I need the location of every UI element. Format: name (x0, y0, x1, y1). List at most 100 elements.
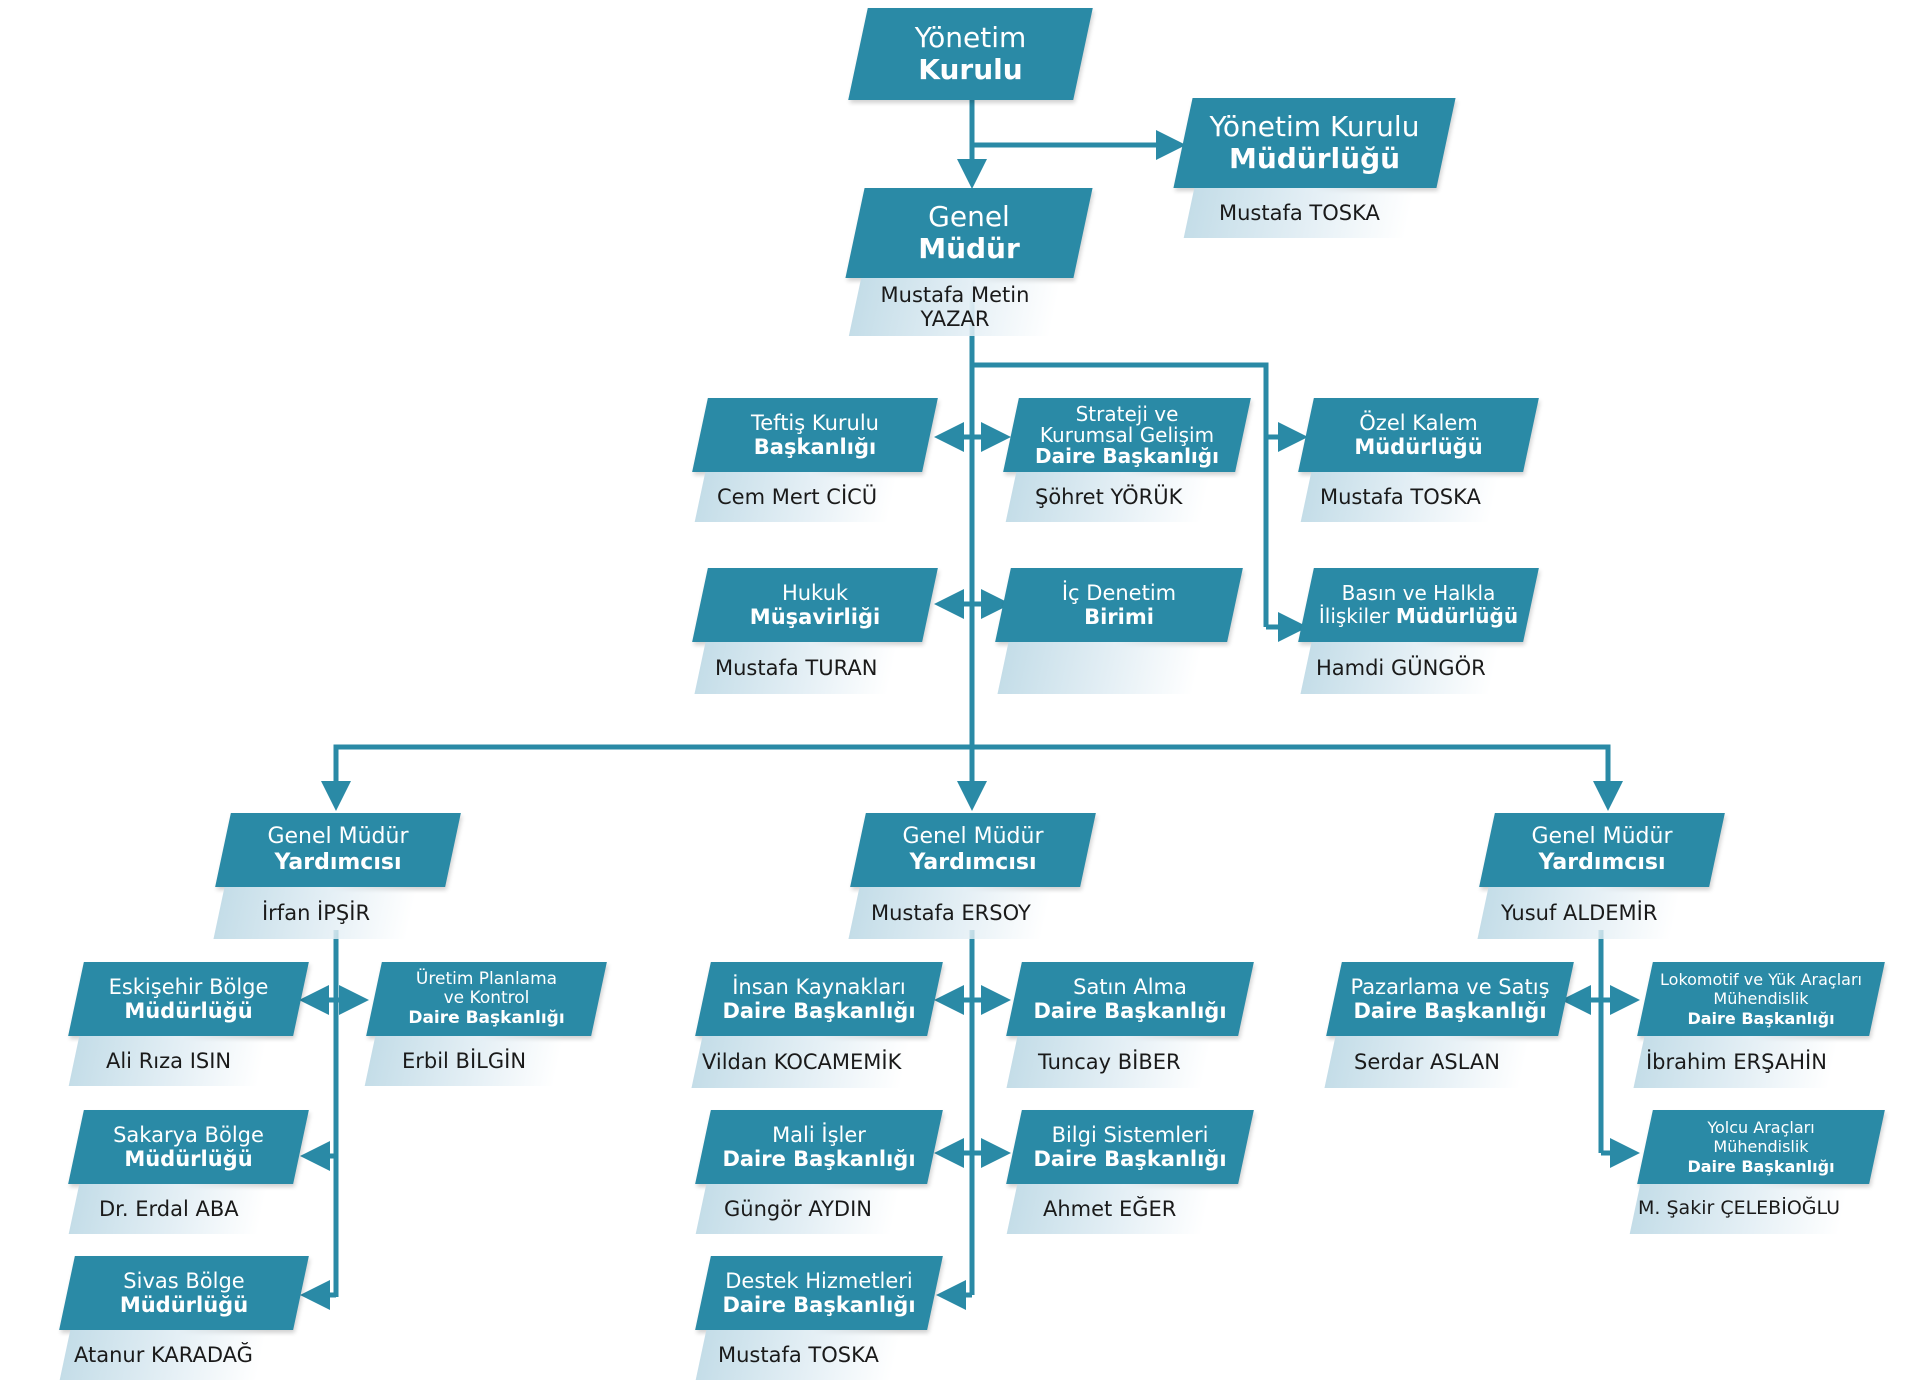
box-subtitle: Daire Başkanlığı (1035, 443, 1219, 468)
box-subtitle: Daire Başkanlığı (1687, 1008, 1835, 1028)
box-title: Üretim Planlama (415, 969, 558, 990)
person-name: İrfan İPŞİR (261, 900, 370, 925)
box-title: Hukuk (781, 580, 849, 605)
box-subtitle: Müdürlüğü (119, 1293, 249, 1317)
box-title: Genel Müdür (267, 824, 409, 850)
person-name: Dr. Erdal ABA (98, 1196, 239, 1221)
box-subtitle: Müdürlüğü (124, 1147, 253, 1171)
box-title: Eskişehir Bölge (108, 974, 269, 999)
person-name: Mustafa TURAN (715, 655, 878, 680)
person-name-box: Cem Mert CİCÜ (694, 472, 899, 522)
box-subtitle: Daire Başkanlığı (1033, 1147, 1227, 1171)
box-subtitle: Daire Başkanlığı (408, 1007, 565, 1028)
person-name: Yusuf ALDEMİR (1501, 900, 1658, 925)
box-title: Pazarlama ve Satış (1350, 974, 1550, 999)
person-name: Atanur KARADAĞ (73, 1342, 253, 1367)
person-name-box: Mustafa TURAN (694, 642, 899, 694)
box-title-line2: ve Kontrol (443, 988, 530, 1009)
person-name: Mustafa Metin YAZAR (880, 282, 1030, 331)
box-subtitle: Müdürlüğü (1228, 142, 1401, 175)
person-name: Cem Mert CİCÜ (716, 484, 877, 509)
box-title-line2: İlişkiler (1318, 604, 1390, 628)
box-title: Bilgi Sistemleri (1051, 1122, 1209, 1147)
box-title-line2: Kurumsal Gelişim (1039, 422, 1215, 447)
person-name-box: Tuncay BİBER (1006, 1036, 1213, 1088)
person-name-box: Ahmet EĞER (1006, 1184, 1213, 1234)
person-name-box: Mustafa Metin YAZAR (848, 278, 1062, 336)
box-title: Yolcu Araçları (1707, 1117, 1815, 1137)
box-subtitle: Kurulu (918, 53, 1023, 86)
box-subtitle: Yardımcısı (274, 850, 402, 875)
person-name-box: Hamdi GÜNGÖR (1300, 642, 1501, 694)
box-title: Sakarya Bölge (113, 1122, 264, 1147)
box-title-line2: Mühendislik (1713, 1137, 1809, 1157)
person-name: Ahmet EĞER (1042, 1196, 1177, 1221)
person-name: İbrahim ERŞAHİN (1645, 1049, 1827, 1074)
box-subtitle: Daire Başkanlığı (1353, 999, 1547, 1023)
connector-gmy-bar (321, 744, 1623, 811)
box-title: Yönetim Kurulu (1209, 109, 1420, 143)
box-subtitle: Yardımcısı (1538, 850, 1666, 875)
person-name-box: İrfan İPŞİR (213, 887, 418, 939)
person-name-box: İbrahim ERŞAHİN (1633, 1036, 1840, 1088)
person-name-box: M. Şakir ÇELEBİOĞLU (1629, 1184, 1850, 1234)
person-name: Mustafa TOSKA (718, 1342, 879, 1367)
person-name: Şöhret YÖRÜK (1034, 484, 1183, 509)
person-name-box: Şöhret YÖRÜK (1005, 472, 1212, 522)
person-name: Hamdi GÜNGÖR (1315, 655, 1486, 680)
person-name-box: Atanur KARADAĞ (59, 1330, 267, 1380)
box-title: Satın Alma (1073, 974, 1187, 999)
person-name: Erbil BİLGİN (402, 1048, 527, 1073)
box-subtitle: Müdürlüğü (124, 999, 253, 1023)
box-subtitle: Müşavirliği (749, 605, 881, 629)
box-title: Genel Müdür (902, 824, 1044, 850)
box-title: Genel Müdür (1531, 824, 1673, 850)
box-subtitle: Daire Başkanlığı (722, 1147, 916, 1171)
box-subtitle: Daire Başkanlığı (1687, 1156, 1835, 1176)
person-name-box: Erbil BİLGİN (364, 1036, 565, 1086)
box-subtitle: Müdür (918, 232, 1020, 265)
box-subtitle: Daire Başkanlığı (722, 999, 916, 1023)
box-title-line2: Mühendislik (1713, 989, 1809, 1009)
person-name: Ali Rıza ISIN (105, 1048, 232, 1073)
person-name-box: Yusuf ALDEMİR (1477, 887, 1682, 939)
person-name: Mustafa TOSKA (1219, 200, 1380, 225)
box-title: Yönetim (914, 20, 1027, 54)
person-name: Tuncay BİBER (1038, 1049, 1181, 1074)
person-name-box: Dr. Erdal ABA (68, 1184, 269, 1234)
person-name: Vildan KOCAMEMİK (701, 1049, 902, 1074)
box-subtitle: Başkanlığı (753, 435, 877, 459)
box-title: Lokomotif ve Yük Araçları (1660, 969, 1862, 989)
person-name: Mustafa TOSKA (1320, 484, 1481, 509)
person-name-box: Mustafa TOSKA (1300, 472, 1501, 522)
box-title: Teftiş Kurulu (750, 410, 879, 435)
box-subtitle: Müdürlüğü (1354, 435, 1483, 459)
person-name-box: Vildan KOCAMEMİK (691, 1036, 912, 1088)
box-title: Sivas Bölge (123, 1268, 245, 1293)
box-title: Strateji ve (1075, 401, 1179, 426)
person-name: Güngör AYDIN (724, 1196, 873, 1221)
box-subtitle: Daire Başkanlığı (1033, 999, 1227, 1023)
person-name: Mustafa ERSOY (870, 900, 1031, 925)
connector-ozel-basin (972, 362, 1269, 437)
box-subtitle: Müdürlüğü (1395, 604, 1519, 628)
person-name-box (997, 642, 1204, 694)
box-title: Mali İşler (772, 1122, 866, 1147)
box-title: İç Denetim (1061, 580, 1177, 605)
box-subtitle: Yardımcısı (909, 850, 1037, 875)
person-name-box: Mustafa TOSKA (695, 1330, 902, 1380)
person-name-box: Ali Rıza ISIN (68, 1036, 269, 1086)
person-name-box: Mustafa TOSKA (1183, 188, 1416, 238)
box-subtitle: Daire Başkanlığı (722, 1293, 916, 1317)
box-subtitle: Birimi (1084, 605, 1154, 629)
person-name-box: Mustafa ERSOY (848, 887, 1053, 939)
person-name: Serdar ASLAN (1354, 1049, 1501, 1074)
person-name: M. Şakir ÇELEBİOĞLU (1638, 1197, 1841, 1220)
box-title: Basın ve Halkla (1341, 580, 1496, 605)
person-name-box: Güngör AYDIN (695, 1184, 902, 1234)
box-title: İnsan Kaynakları (732, 974, 906, 999)
box-title: Genel (928, 199, 1010, 233)
box-title: Destek Hizmetleri (725, 1268, 913, 1293)
